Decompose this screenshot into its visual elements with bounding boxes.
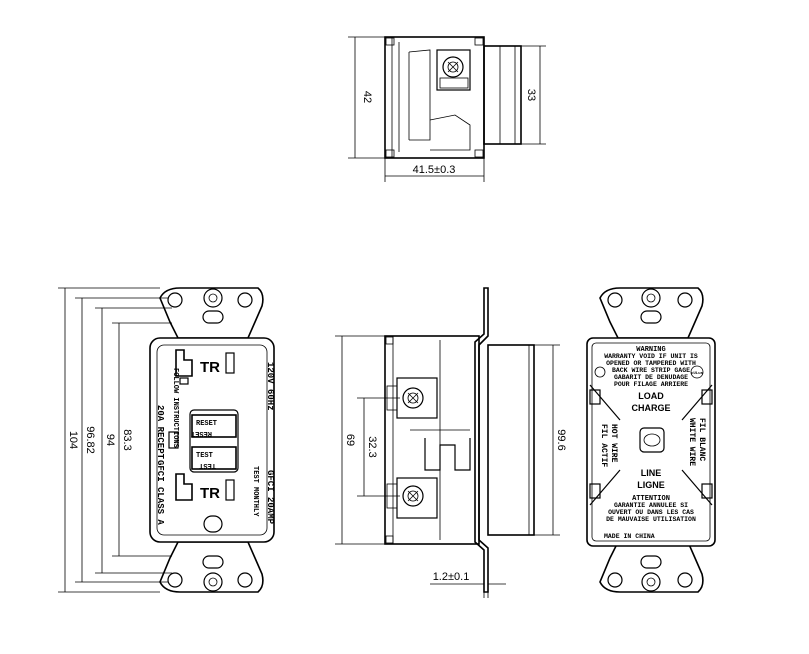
test-button[interactable]: [191, 446, 237, 470]
label-test-monthly: TEST MONTHLY: [251, 466, 259, 517]
reset-label: RESET: [196, 420, 217, 428]
attention-line-1: GARANTIE ANNULEE SI: [614, 502, 688, 509]
label-120v-60hz: 120V 60Hz: [265, 362, 275, 411]
test-mirror-label: TEST: [199, 461, 216, 469]
strip-gage-label: BACK WIRE STRIP GAGE: [612, 367, 690, 374]
dim-top-inner-height: 33: [525, 89, 537, 101]
gabarit-line-1: GABARIT DE DENUDAGE: [614, 374, 688, 381]
attention-title: ATTENTION: [632, 495, 670, 503]
terminal-screw-icon: [442, 56, 464, 78]
white-wire-label: WHITE WIRE: [687, 418, 696, 466]
made-in-label: MADE IN CHINA: [604, 533, 655, 540]
cert-logo-icon: [690, 365, 704, 379]
reset-button[interactable]: [191, 414, 237, 438]
dim-front-94: 94: [104, 434, 116, 446]
tr-bottom-label: TR: [200, 485, 220, 502]
gabarit-line-2: POUR FILAGE ARRIERE: [614, 381, 688, 388]
dim-front-83-3: 83.3: [121, 429, 133, 450]
dim-top-height: 42: [361, 91, 373, 103]
dim-front-96-82: 96.82: [84, 426, 96, 454]
dim-side-69: 69: [344, 434, 356, 446]
label-20a-recept: 20A RECEPT: [155, 405, 165, 460]
label-gfci-20amp: GFCI 20AMP: [265, 470, 275, 525]
dim-front-104: 104: [67, 431, 79, 449]
side-view: 69 32.3 99.6 1.2±0.1: [335, 287, 567, 598]
cert-logo-text: cULus: [691, 372, 704, 376]
mount-hole-icon: [167, 292, 183, 308]
hot-wire-label: HOT WIRE: [609, 424, 618, 463]
charge-label: CHARGE: [631, 403, 670, 413]
attention-line-2: OUVERT OU DANS LES CAS: [608, 509, 694, 516]
warning-line-2: OPENED OR TAMPERED WITH: [606, 360, 696, 367]
warning-title: WARNING: [636, 346, 665, 354]
side-screw-bottom-icon: [402, 485, 424, 507]
reset-mirror-label: RESET: [191, 429, 212, 437]
dim-top-width: 41.5±0.3: [413, 164, 456, 176]
tr-top-label: TR: [200, 359, 220, 376]
test-label: TEST: [196, 452, 213, 460]
line-label: LINE: [641, 468, 662, 478]
ligne-label: LIGNE: [637, 480, 665, 490]
load-label: LOAD: [638, 391, 664, 401]
dim-side-1-2: 1.2±0.1: [433, 571, 470, 583]
label-gfci-class-a: GFCI CLASS A: [155, 460, 165, 525]
fil-actif-label: FIL ACTIF: [599, 424, 608, 467]
back-view: cULus WARNING WARRANTY VOID IF UNIT IS O…: [586, 287, 716, 593]
label-follow-instructions: FOLLOW INSTRUCTIONS: [171, 368, 179, 448]
side-screw-top-icon: [402, 387, 424, 409]
top-view: 42 33 41.5±0.3: [348, 36, 546, 182]
warning-line-1: WARRANTY VOID IF UNIT IS: [604, 353, 698, 360]
attention-line-3: DE MAUVAISE UTILISATION: [606, 516, 696, 523]
ground-slot-icon: [203, 515, 223, 533]
brand-logo-icon: [639, 427, 665, 453]
dim-side-32-3: 32.3: [366, 436, 378, 457]
front-view: TR TR RESET RESET TEST TEST 20A RECEPT G…: [58, 287, 275, 593]
dim-side-99-6: 99.6: [555, 429, 567, 450]
fil-blanc-label: FIL BLANC: [697, 418, 706, 461]
